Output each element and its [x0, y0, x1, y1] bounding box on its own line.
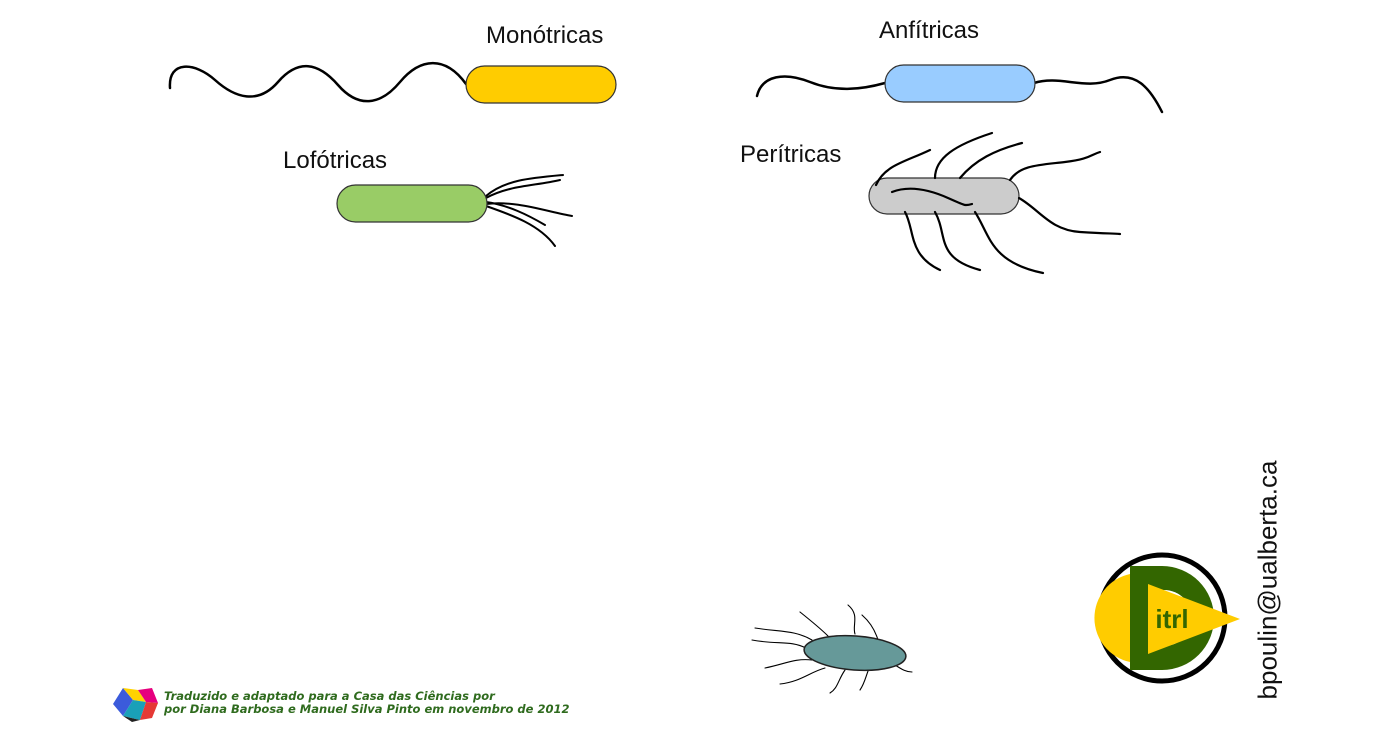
ditrl-logo-text: itrl	[1155, 604, 1188, 634]
swimming-flagellum-7	[799, 611, 829, 637]
swimming-flagellum-1	[754, 627, 813, 641]
ditrl-logo: itrl	[1094, 552, 1240, 684]
swimming-flagellum-9	[861, 614, 879, 641]
amphitrichous-left-flagellum	[755, 75, 887, 98]
amphitrichous-right-flagellum	[1032, 75, 1164, 114]
peritrichous-flagellum-2	[933, 131, 994, 180]
peritrichous-flagellum-3	[958, 141, 1024, 180]
label-peritricas: Perítricas	[740, 141, 842, 168]
monotrichous-bacterium	[168, 61, 617, 104]
label-monotricas: Monótricas	[486, 22, 604, 49]
credit-text: Traduzido e adaptado para a Casa das Ciê…	[164, 690, 569, 716]
lophotrichous-cell-body	[336, 184, 488, 223]
label-lofotricas: Lofótricas	[283, 147, 388, 174]
peritrichous-bacterium	[868, 131, 1122, 275]
peritrichous-flagellum-8	[973, 210, 1045, 275]
credit-line-1: Traduzido e adaptado para a Casa das Ciê…	[164, 689, 495, 703]
swimming-flagellum-5	[829, 669, 846, 694]
lophotrichous-flagellum-2	[485, 179, 561, 199]
swimming-cell-body	[803, 634, 907, 672]
swimming-flagellum-8	[847, 604, 856, 635]
peritrichous-flagellum-6	[903, 210, 942, 272]
amphitrichous-cell-body	[884, 64, 1036, 103]
monotrichous-flagellum	[168, 61, 468, 103]
swimming-flagellum-2	[751, 639, 807, 649]
peritrichous-flagellum-7	[933, 210, 982, 272]
lophotrichous-flagellum-5	[485, 201, 546, 226]
credit-line-2: por Diana Barbosa e Manuel Silva Pinto e…	[164, 702, 570, 716]
swimming-flagellum-3	[764, 659, 813, 669]
contact-email: bpoulin@ualberta.ca	[1252, 460, 1283, 700]
lophotrichous-flagellum-4	[485, 205, 556, 247]
label-anfitricas: Anfítricas	[879, 17, 980, 44]
lophotrichous-flagellum-1	[485, 174, 564, 197]
casa-das-ciencias-logo	[113, 688, 158, 722]
swimming-flagellum-4	[779, 667, 826, 685]
swimming-flagellum-10	[894, 664, 913, 673]
amphitrichous-bacterium	[755, 64, 1164, 114]
peritrichous-flagellum-5	[1017, 196, 1122, 236]
monotrichous-cell-body	[465, 65, 617, 104]
peritrichous-flagellum-1	[874, 148, 932, 187]
lophotrichous-bacterium	[336, 174, 573, 247]
peritrichous-flagellum-9	[890, 187, 974, 207]
swimming-bacterium	[751, 604, 913, 694]
peritrichous-flagellum-4	[1008, 150, 1102, 182]
